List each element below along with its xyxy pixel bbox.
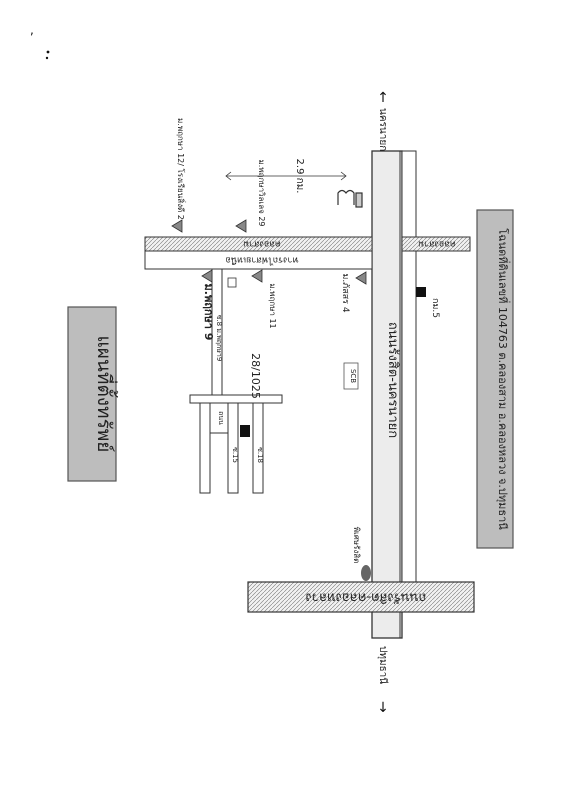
landmark-triangles (171, 219, 367, 285)
property-marker (240, 425, 250, 437)
svg-text:,: , (30, 23, 34, 37)
km-marker-icon (416, 287, 426, 297)
shop-icon (227, 277, 237, 288)
label-pruksa-12: ม.พฤกษา 12/ โรงเรียนสิ่งดี 2 (176, 118, 187, 220)
soi-c-label: ถนน (217, 411, 225, 425)
house-number: 28/1025 (249, 353, 262, 399)
distance-label: 2.9 กม. (294, 159, 305, 194)
direction-top: ↑ นครนายก (377, 90, 389, 151)
km-marker-label: กม.5 (430, 298, 440, 318)
label-pruksa-villet-29: ม.พฤกษาวิลเลจ 29 (257, 160, 266, 227)
market-label: พิเศษรังสิต (352, 527, 361, 564)
canal-label: คลองสาม (243, 239, 281, 249)
soi-name: ม.พฤกษา 9 (202, 284, 215, 341)
label-pattra-4: ม.ภัสสร 4 (340, 273, 350, 312)
map-title: แผนที่ตั้งทรัพย์ (93, 336, 118, 453)
deed-text: โฉนดที่ดินเลขที่ 104763 ต.คลองสาม อ.คลอง… (496, 228, 511, 530)
arrow-up-icon: ↑ (377, 90, 389, 106)
main-road: ถนนรังสิต-นครนายก (371, 150, 417, 639)
secondary-road: ทางรถไฟสายเหนือ (144, 250, 373, 270)
bottom-road-label: ถนนรังสิต-คลองหลวง (305, 590, 426, 605)
label-pruksa-11: ม.พฤกษา 11 (268, 283, 277, 328)
distance-marker (225, 171, 347, 181)
direction-top-label: นครนายก (377, 108, 388, 151)
deed-box: โฉนดที่ดินเลขที่ 104763 ต.คลองสาม อ.คลอง… (476, 209, 514, 549)
market-icon (361, 565, 371, 581)
main-road-label: ถนนรังสิต-นครนายก (385, 322, 400, 438)
soi-road-label: ซ.8 ม.พฤกษา9 (215, 315, 223, 362)
bank-label: SCB (349, 369, 357, 383)
arrow-down-icon: ↓ (377, 700, 389, 716)
bank-icon: SCB (343, 362, 359, 390)
soi-b-label: ซ.15 (231, 447, 239, 463)
scan-specks: , (30, 23, 50, 60)
neighborhood-grid (189, 394, 283, 494)
direction-bottom-label: ปทุมธานี (377, 646, 389, 684)
bottom-road: ถนนรังสิต-คลองหลวง (247, 581, 475, 613)
gate-landmark-icon (337, 189, 363, 208)
secondary-road-label: ทางรถไฟสายเหนือ (226, 255, 299, 266)
title-box: แผนที่ตั้งทรัพย์ (67, 306, 118, 482)
soi-a-label: ซ.18 (256, 447, 264, 463)
canal-right-label: คลองสาม (418, 239, 456, 249)
canal: คลองสาม คลองสาม (144, 236, 471, 252)
direction-bottom: ปทุมธานี ↓ (377, 646, 389, 716)
